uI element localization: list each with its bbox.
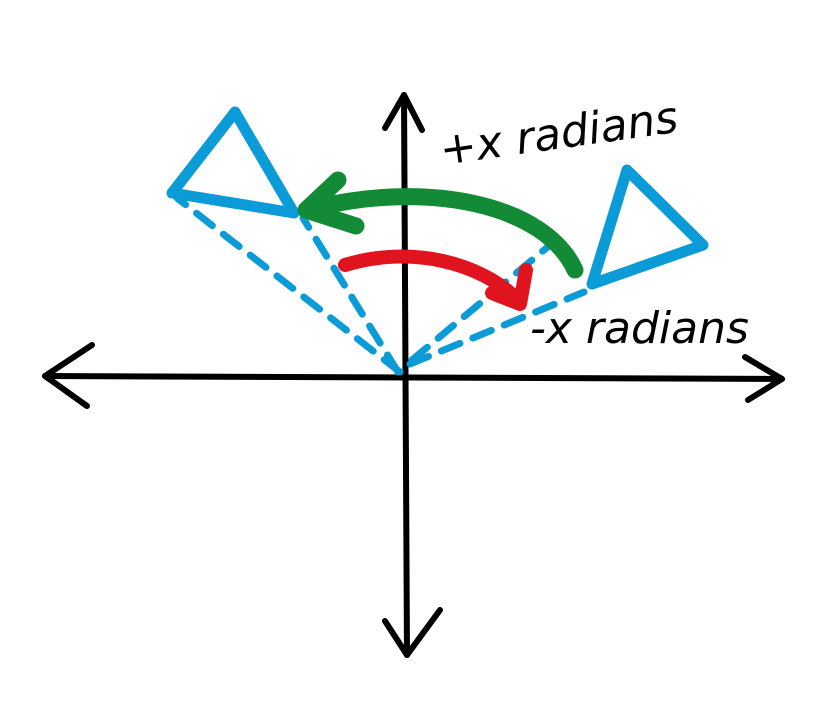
positive-rotation-label: +x radians [436,92,681,176]
guide-to-rotated-right-vertex [299,214,402,376]
x-axis-left-arrowhead [42,342,95,409]
original-triangle [586,164,709,290]
rotated-triangle [166,106,300,219]
y-axis [401,92,410,658]
y-axis-bottom-arrowhead [382,607,443,658]
x-axis-right-arrowhead [742,354,785,403]
positive-rotation-arrow [297,171,584,279]
guide-to-rotated-left-vertex [173,194,404,376]
guide-to-original-bottom-vertex [406,288,588,368]
negative-rotation-arrow [338,249,533,311]
negative-rotation-label: -x radians [530,303,749,354]
y-axis-top-arrowhead [382,92,425,133]
dashed-guides [173,194,588,376]
guide-to-original-left-vertex [408,236,560,364]
positive-rotation-arrowhead [297,171,365,235]
negative-rotation-arrowhead [485,263,533,311]
x-axis [42,373,785,382]
coordinate-axes [42,92,785,658]
